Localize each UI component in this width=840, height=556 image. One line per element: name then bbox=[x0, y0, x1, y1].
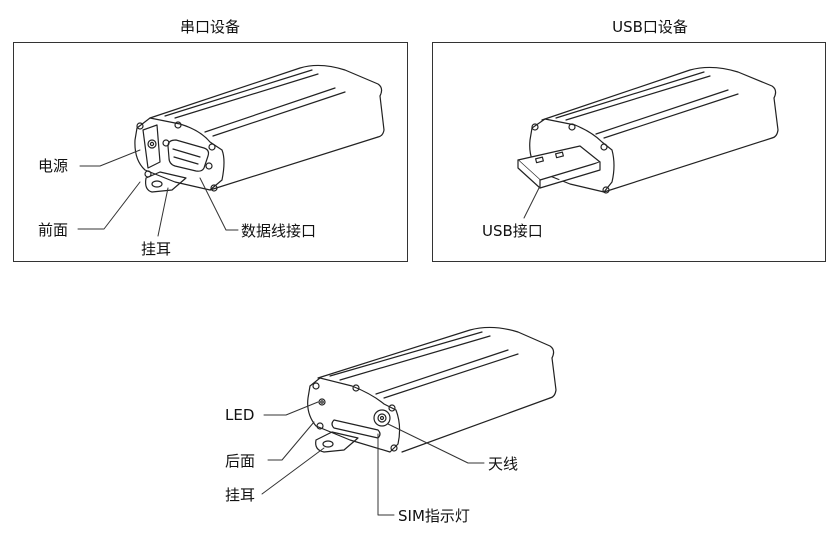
rear-label: 后面 bbox=[225, 452, 256, 470]
led-label: LED bbox=[225, 406, 255, 424]
usb-device-panel bbox=[432, 42, 826, 262]
usb-port-leader-line bbox=[523, 185, 541, 219]
antenna-leader-line bbox=[387, 423, 485, 464]
usb-device-drawing bbox=[517, 66, 779, 194]
serial-panel-title: 串口设备 bbox=[179, 18, 240, 36]
bracket-leader-line bbox=[157, 187, 169, 237]
usb-port-label: USB接口 bbox=[482, 222, 543, 240]
data-port-leader-line bbox=[199, 177, 239, 231]
rear-leader-line bbox=[267, 421, 315, 461]
rear-device-drawing bbox=[307, 326, 557, 453]
usb-panel-title: USB口设备 bbox=[612, 18, 688, 36]
serial-device-panel bbox=[13, 42, 408, 262]
rear-bracket-leader-line bbox=[261, 447, 325, 495]
led-leader-line bbox=[263, 401, 319, 416]
front-leader-line bbox=[77, 181, 141, 230]
antenna-label: 天线 bbox=[488, 455, 519, 473]
sim-indicator-leader-line bbox=[377, 433, 395, 516]
front-label: 前面 bbox=[38, 221, 69, 239]
power-leader-line bbox=[79, 149, 141, 167]
power-label: 电源 bbox=[38, 157, 69, 175]
rear-bracket-label: 挂耳 bbox=[225, 486, 256, 504]
serial-device-drawing bbox=[134, 64, 385, 193]
sim-indicator-label: SIM指示灯 bbox=[398, 507, 470, 525]
bracket-label: 挂耳 bbox=[141, 240, 172, 258]
data-port-label: 数据线接口 bbox=[241, 222, 317, 240]
